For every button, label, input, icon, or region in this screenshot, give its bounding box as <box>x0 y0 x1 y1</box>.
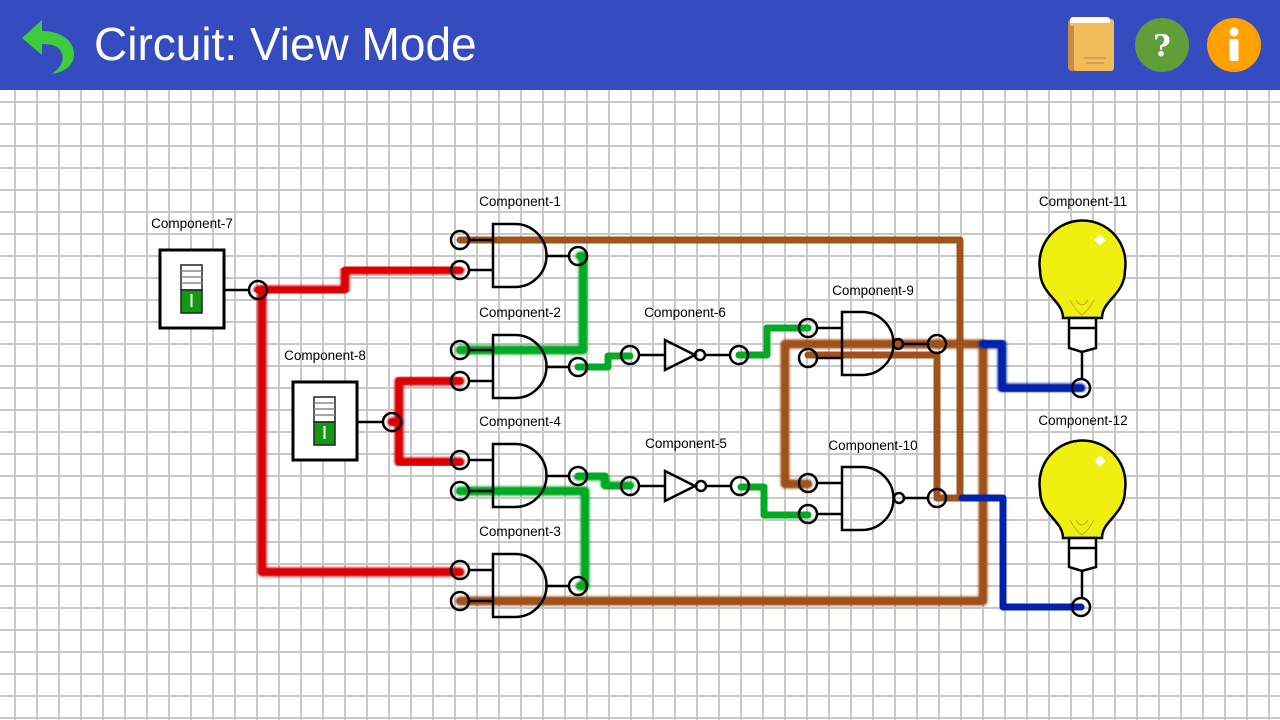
back-arrow-icon <box>22 20 74 74</box>
label-c3: Component-3 <box>479 524 561 539</box>
switch-toggle-c7[interactable] <box>180 264 203 314</box>
label-c11: Component-11 <box>1039 194 1127 209</box>
page-title: Circuit: View Mode <box>94 18 477 70</box>
not-gate-c5[interactable] <box>619 468 751 504</box>
label-c9: Component-9 <box>832 283 914 298</box>
wire-brown[interactable] <box>455 236 988 606</box>
switch-c8[interactable] <box>291 380 403 462</box>
label-c2: Component-2 <box>479 305 561 320</box>
info-icon <box>1207 18 1261 72</box>
label-c6: Component-6 <box>644 305 726 320</box>
label-c4: Component-4 <box>479 414 561 429</box>
circuit-canvas[interactable] <box>0 90 1280 720</box>
help-button[interactable]: ? <box>1134 17 1190 73</box>
nand-gate-c10[interactable] <box>797 465 948 532</box>
book-button[interactable] <box>1066 15 1116 73</box>
question-icon: ? <box>1135 18 1189 72</box>
bulb-c12[interactable] <box>1038 439 1127 618</box>
svg-text:?: ? <box>1153 29 1171 64</box>
nand-gate-c9[interactable] <box>797 310 948 377</box>
book-icon <box>1068 17 1114 71</box>
label-c5: Component-5 <box>645 436 727 451</box>
label-c1: Component-1 <box>479 194 561 209</box>
and-gate-c4[interactable] <box>449 442 589 509</box>
app-header: Circuit: View Mode ? <box>0 0 1280 90</box>
bulb-c11[interactable] <box>1038 219 1127 399</box>
wire-blue[interactable] <box>958 339 1086 611</box>
not-gate-c6[interactable] <box>619 337 750 373</box>
wire-green[interactable] <box>455 251 812 591</box>
label-c8: Component-8 <box>284 348 366 363</box>
label-c12: Component-12 <box>1038 413 1127 428</box>
wire-red-c7[interactable] <box>253 265 465 577</box>
and-gate-c1[interactable] <box>449 222 589 289</box>
label-c7: Component-7 <box>151 216 233 231</box>
and-gate-c3[interactable] <box>449 552 589 619</box>
info-button[interactable] <box>1206 17 1262 73</box>
back-button[interactable] <box>18 14 80 76</box>
wire-red-c8[interactable] <box>387 376 465 467</box>
label-c10: Component-10 <box>828 438 917 453</box>
and-gate-c2[interactable] <box>449 333 589 400</box>
switch-toggle-c8[interactable] <box>313 396 336 446</box>
switch-c7[interactable] <box>158 248 269 330</box>
